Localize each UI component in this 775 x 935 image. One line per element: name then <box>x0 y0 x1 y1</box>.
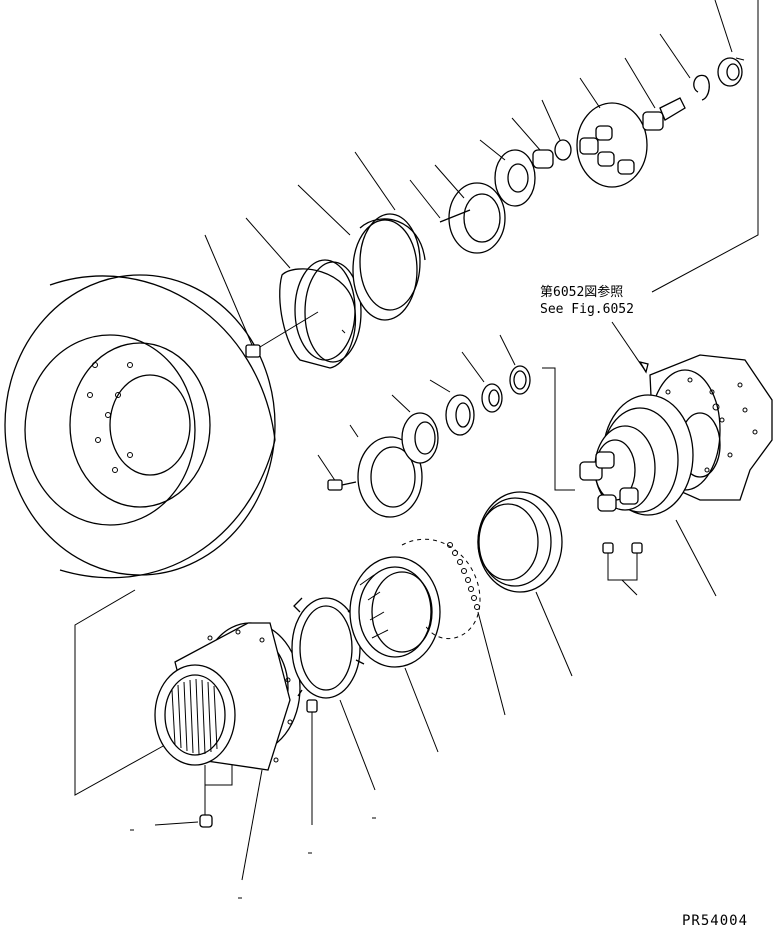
large-bearing <box>349 556 441 668</box>
retainer-plate <box>349 424 423 518</box>
drive-motor-assembly <box>579 354 773 516</box>
reference-label-en: See Fig.6052 <box>540 302 634 317</box>
bearing-set <box>391 351 503 464</box>
drawing-code: PR54004 <box>682 913 748 929</box>
cover-bolt <box>204 234 261 358</box>
dust-seal <box>352 213 426 321</box>
floating-seal <box>477 491 563 593</box>
o-ring-leader <box>542 367 575 491</box>
screw-bolt <box>317 454 357 491</box>
snap-ring <box>659 33 710 101</box>
needle-bearing <box>511 117 554 169</box>
hub-housing <box>154 622 301 771</box>
tire-leader <box>74 589 166 796</box>
callout-ticks <box>130 817 376 899</box>
hub-plug-leader <box>204 765 233 786</box>
reference-leader <box>651 0 759 293</box>
planet-carrier <box>576 77 648 188</box>
tire <box>4 274 276 579</box>
spacer <box>541 99 572 161</box>
o-ring <box>499 334 531 395</box>
reference-label-jp: 第6052図参照 <box>540 284 623 300</box>
drain-plug <box>199 814 213 828</box>
seal-cover <box>254 259 362 369</box>
planet-gear <box>479 139 536 207</box>
hub-bolt <box>306 699 318 825</box>
sun-gear <box>624 57 686 131</box>
ball-bearing-ring <box>401 538 481 640</box>
thrust-washer <box>409 164 506 254</box>
coupling <box>714 0 745 87</box>
